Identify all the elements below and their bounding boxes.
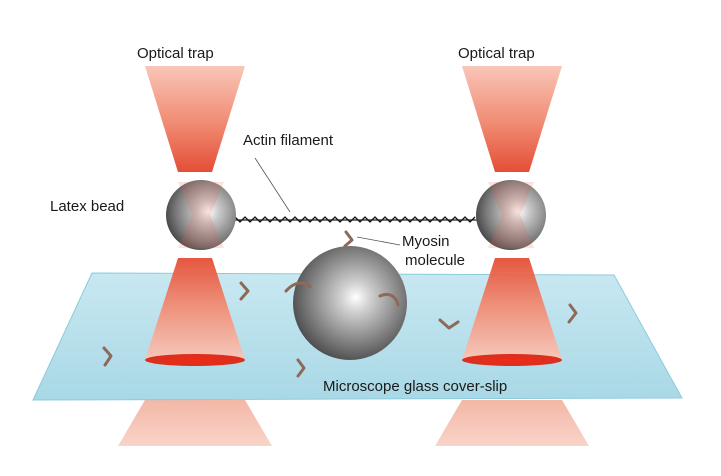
myosin-label-line1: Myosin (402, 233, 450, 250)
actin-filament-label: Actin filament (243, 132, 334, 149)
myosin-icon (567, 303, 578, 324)
myosin-icon (284, 281, 312, 293)
myosin-icon (102, 346, 113, 367)
laser-below-right (435, 400, 589, 446)
myosin-label-line2: molecule (405, 252, 466, 269)
myosin-icon (343, 230, 354, 248)
coverslip-label: Microscope glass cover-slip (323, 378, 508, 395)
laser-below-left (118, 400, 272, 446)
laser-top-left (145, 66, 245, 172)
leader-lines (254, 157, 401, 246)
optical-trap-left-label: Optical trap (137, 45, 214, 62)
myosin-icon (296, 358, 306, 378)
myosin-molecules (102, 230, 578, 378)
laser-bottom-right (462, 258, 562, 366)
laser-top-right (462, 66, 562, 172)
optical-trap-right-label: Optical trap (458, 45, 535, 62)
laser-bottom-left (145, 258, 245, 366)
latex-bead-label: Latex bead (50, 198, 125, 215)
actin-filament (230, 216, 480, 223)
myosin-icon (438, 318, 460, 330)
pedestal-bead (293, 246, 407, 360)
myosin-icon (239, 281, 250, 301)
latex-bead-right (476, 180, 546, 250)
myosin-icon (378, 292, 400, 307)
latex-bead-left (166, 180, 236, 250)
